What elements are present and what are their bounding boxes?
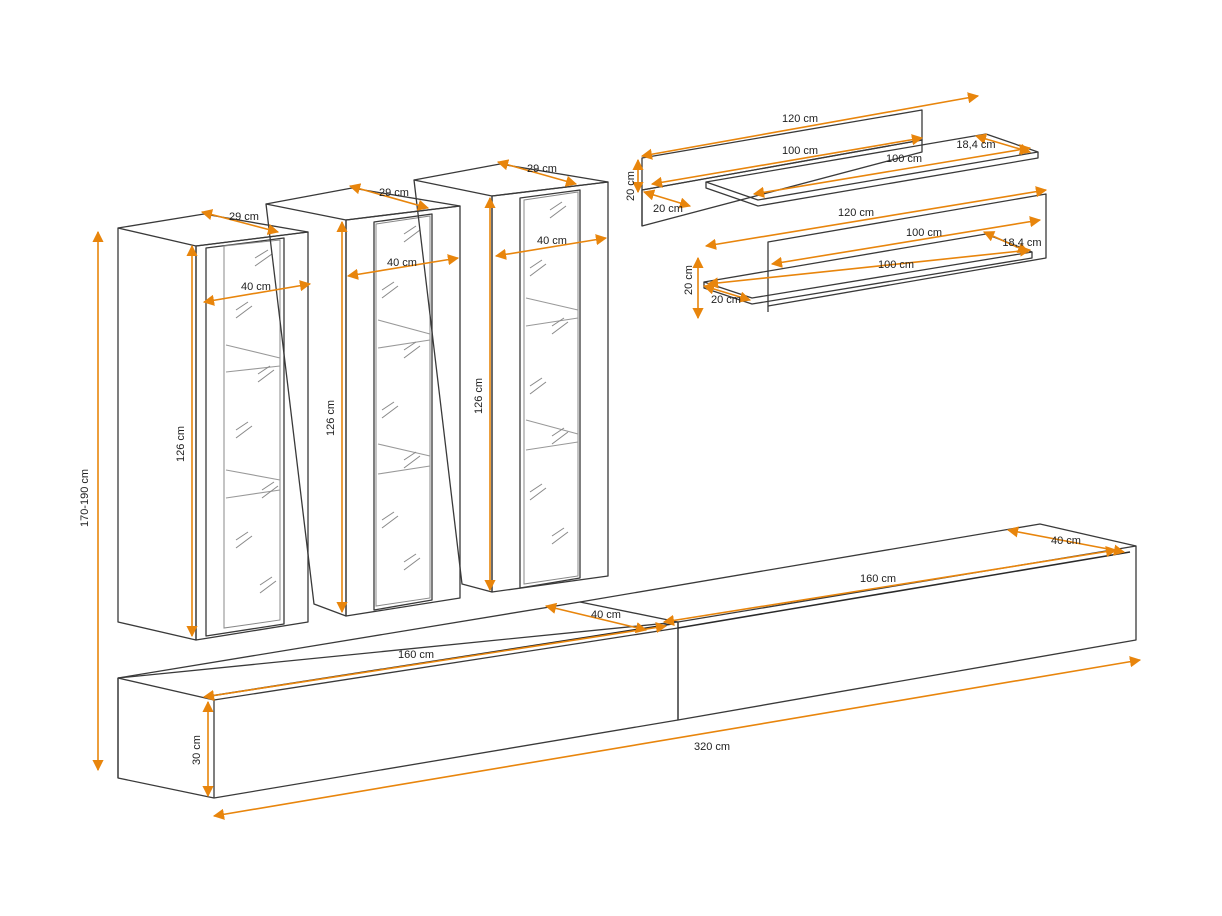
dim-shelf1-board-depth (974, 133, 1032, 155)
label-shelf1-board-depth: 18,4 cm (956, 139, 995, 151)
dim-shelf1-panel-depth (642, 189, 692, 209)
label-cabinet1-depth: 29 cm (229, 211, 259, 223)
label-cabinet3-depth: 29 cm (527, 163, 557, 175)
label-shelf2-board-b: 100 cm (878, 259, 914, 271)
dim-lowboard-right-width (662, 546, 1118, 626)
glass-cabinet-1 (117, 213, 309, 641)
lowboard-left (117, 601, 679, 799)
label-cabinet2-height: 126 cm (325, 400, 337, 436)
label-cabinet2-width: 40 cm (387, 257, 417, 269)
label-cabinet1-height: 126 cm (175, 426, 187, 462)
dim-shelf2-board-b (706, 245, 1032, 289)
glass-cabinet-2 (265, 187, 461, 617)
dimension-labels: 170-190 cm 320 cm 30 cm 160 cm 40 cm 160… (79, 113, 1081, 765)
lowboard-right (579, 523, 1137, 721)
label-lowboard-right-depth: 40 cm (1051, 535, 1081, 547)
label-shelf1-panel-width: 120 cm (782, 113, 818, 125)
label-cabinet3-height: 126 cm (473, 378, 485, 414)
dim-shelf2-board-depth (982, 231, 1030, 253)
label-shelf2-panel-depth: 20 cm (711, 294, 741, 306)
label-shelf1-board-a: 100 cm (782, 145, 818, 157)
label-shelf1-board-b: 100 cm (886, 153, 922, 165)
dim-cabinet3-depth (496, 159, 578, 187)
label-cabinet2-depth: 29 cm (379, 187, 409, 199)
label-shelf2-panel-height: 20 cm (683, 265, 695, 295)
label-lowboard-left-width: 160 cm (398, 649, 434, 661)
dim-cabinet2-width (346, 254, 460, 280)
dim-cabinet1-width (202, 280, 312, 306)
dim-cabinet3-width (494, 234, 608, 260)
label-lowboard-height: 30 cm (191, 735, 203, 765)
label-lowboard-right-width: 160 cm (860, 573, 896, 585)
dim-cabinet2-depth (348, 183, 430, 211)
dim-lowboard-left-depth (544, 602, 648, 634)
label-lowboard-left-depth: 40 cm (591, 609, 621, 621)
dim-lowboard-left-width (202, 621, 668, 702)
label-total-width: 320 cm (694, 741, 730, 753)
label-shelf1-panel-height: 20 cm (625, 171, 637, 201)
dim-total-width (212, 656, 1142, 820)
label-cabinet1-width: 40 cm (241, 281, 271, 293)
dimension-lines (92, 92, 1142, 820)
dim-cabinet1-depth (200, 209, 280, 235)
dim-lowboard-right-depth (1006, 526, 1126, 556)
label-shelf2-board-depth: 18,4 cm (1002, 237, 1041, 249)
label-shelf2-panel-width: 120 cm (838, 207, 874, 219)
label-shelf2-board-a: 100 cm (906, 227, 942, 239)
label-cabinet3-width: 40 cm (537, 235, 567, 247)
label-total-height: 170-190 cm (79, 469, 91, 527)
glass-cabinet-3 (413, 163, 609, 593)
label-shelf1-panel-depth: 20 cm (653, 203, 683, 215)
